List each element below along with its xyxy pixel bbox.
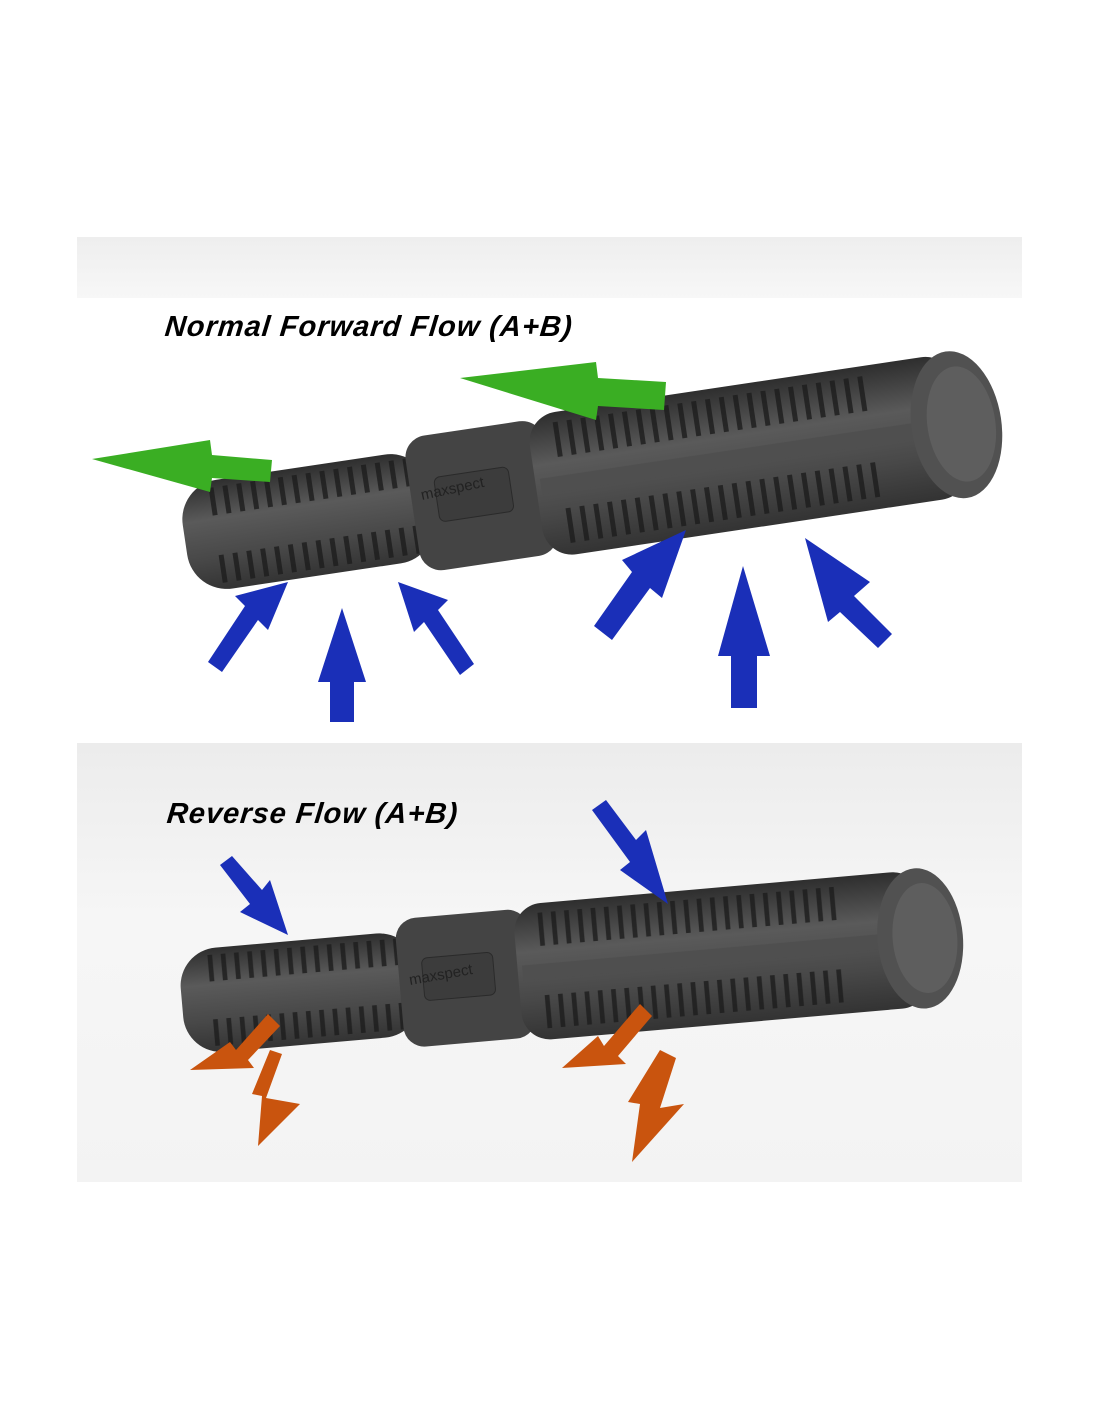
- pump-forward: maxspect: [173, 344, 1013, 614]
- forward-flow-heading: Normal Forward Flow (A+B): [163, 311, 575, 343]
- top-background-strip: [77, 237, 1022, 298]
- intake-arrow: [208, 582, 288, 672]
- intake-arrow: [592, 800, 668, 904]
- output-arrow: [628, 1050, 684, 1162]
- output-arrow: [562, 1004, 652, 1068]
- reverse-output-arrows: [190, 1004, 684, 1162]
- pump-reverse: maxspect: [175, 864, 970, 1074]
- intake-arrows-reverse: [220, 800, 668, 935]
- output-arrow: [190, 1014, 280, 1070]
- output-arrow: [252, 1050, 300, 1146]
- forward-output-arrow-right: [460, 362, 666, 420]
- intake-arrows-forward: [208, 530, 892, 722]
- forward-output-arrow-left: [92, 440, 272, 492]
- intake-arrow: [805, 538, 892, 648]
- intake-arrow: [594, 530, 686, 640]
- intake-arrow: [318, 608, 366, 722]
- intake-arrow: [718, 566, 770, 708]
- intake-arrow: [398, 582, 474, 675]
- intake-arrow: [220, 856, 288, 935]
- reverse-flow-heading: Reverse Flow (A+B): [165, 798, 460, 830]
